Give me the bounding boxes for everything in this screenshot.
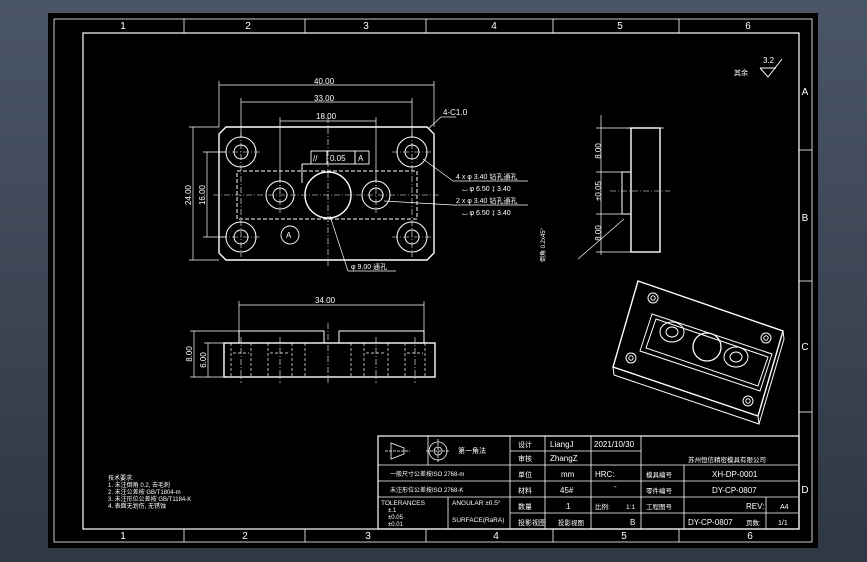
zone-bottom-2: 2	[242, 531, 248, 542]
part-number: DY-CP-0807	[712, 486, 757, 495]
zone-right-a: A	[802, 87, 809, 98]
tolerance-frame	[310, 150, 370, 165]
dim-33: 33.00	[314, 94, 335, 103]
projection-symbol	[385, 439, 450, 463]
side-view	[577, 115, 670, 260]
zone-right-d: D	[801, 485, 808, 496]
zone-bottom-3: 3	[365, 531, 371, 542]
dim-18: 18.00	[316, 112, 337, 121]
hrc-label: HRC:	[595, 470, 615, 479]
surface-label: SURFACE(RaRA)	[452, 517, 504, 524]
date: 2021/10/30	[594, 440, 635, 449]
unit-label: 单位	[518, 470, 532, 479]
dim-40: 40.00	[314, 77, 335, 86]
parallel-symbol: //	[313, 154, 318, 163]
roughness-value: 3.2	[763, 56, 775, 65]
zone-ticks	[183, 19, 812, 542]
dim-24: 24.00	[184, 184, 193, 205]
hrc-value: -	[614, 482, 617, 491]
projection-sub1: 一般尺寸公差按ISO 2768-m	[390, 470, 464, 478]
note-line: 2. 未注公差按 GB/T1804-m	[108, 488, 181, 496]
dim-16: 16.00	[198, 184, 207, 205]
quantity-value: 1	[566, 502, 571, 511]
zone-top-5: 5	[617, 21, 623, 32]
zone-bottom-6: 6	[747, 531, 753, 542]
quantity-label: 数量	[518, 502, 532, 511]
design-value: LiangJ	[550, 440, 574, 449]
zone-top-1: 1	[120, 21, 126, 32]
note-line: 4. 表面无划伤, 无锈蚀	[108, 502, 166, 510]
projection-value: B	[630, 518, 635, 527]
outer-frame	[53, 18, 813, 543]
rev-value: A4	[780, 504, 789, 511]
check-value: ZhangZ	[550, 454, 578, 463]
hole2-cbore: ⌴ φ 6.50 ↧ 3.40	[462, 210, 511, 217]
company-name: 苏州恒信精密模具有限公司	[688, 455, 766, 464]
isometric-view	[612, 280, 785, 425]
note-line: 1. 未注倒角 0.2, 去毛刺	[108, 481, 170, 489]
zone-bottom-5: 5	[621, 531, 627, 542]
zone-top-4: 4	[491, 21, 497, 32]
tolerance-x: ±.1	[388, 508, 397, 514]
roughness-label: 其余	[734, 68, 748, 77]
side-dim-top: 8.00	[594, 143, 603, 159]
scale-label: 比例:	[595, 502, 610, 511]
hole4-note: 4 x φ 3.40 钻孔通孔	[456, 172, 517, 181]
chamfer-note: 4-C1.0	[443, 108, 468, 117]
tolerance-title: TOLERANCES	[381, 500, 426, 507]
drawing-canvas: 1 2 3 4 5 6 1 2 3 4 5 6 A B C D 其余 3.2	[53, 18, 813, 543]
mold-label: 模具编号	[646, 470, 673, 479]
title-block	[377, 435, 800, 530]
zone-bottom-4: 4	[493, 531, 499, 542]
sheet-label: 页数:	[746, 518, 761, 527]
hole2-note: 2 x φ 3.40 钻孔通孔	[456, 196, 517, 205]
sheet-value: 1/1	[778, 520, 788, 527]
projection-view-label: 投影视图	[558, 518, 584, 527]
drawing-number: DY-CP-0807	[688, 518, 733, 527]
design-label: 设计	[518, 440, 532, 449]
part-label: 零件编号	[646, 486, 673, 495]
bottom-dim-6: 6.00	[199, 352, 208, 368]
roughness-symbol: 其余 3.2	[734, 56, 783, 78]
bottom-view	[190, 301, 436, 383]
check-label: 审核	[518, 454, 532, 463]
unit-value: mm	[561, 470, 575, 479]
note-line: 技术要求:	[108, 474, 134, 482]
zone-top-2: 2	[245, 21, 251, 32]
zone-right-b: B	[802, 213, 809, 224]
zone-top-6: 6	[745, 21, 751, 32]
tolerance-xxx: ±0.01	[388, 522, 404, 528]
angular-tolerance: ANGULAR ±0.5°	[452, 499, 501, 507]
bottom-dim-34: 34.00	[315, 296, 336, 305]
drawing-sheet: 1 2 3 4 5 6 1 2 3 4 5 6 A B C D 其余 3.2	[48, 13, 818, 548]
datum-label: A	[286, 231, 292, 240]
rev-label: REV:	[746, 502, 764, 511]
center-hole-note: φ 9.00 通孔	[351, 262, 387, 271]
parallel-value: 0.05	[330, 154, 346, 163]
hole4-cbore: ⌴ φ 6.50 ↧ 3.40	[462, 186, 511, 193]
inner-frame	[82, 32, 800, 530]
tolerance-xx: ±0.05	[388, 515, 404, 521]
parallel-datum: A	[358, 154, 364, 163]
zone-bottom-1: 1	[120, 531, 126, 542]
mold-number: XH-DP-0001	[712, 470, 758, 479]
side-dim-mid: ±0.05	[594, 180, 603, 201]
side-note: 倒角 0.2x45°	[539, 227, 547, 262]
bottom-dim-8: 8.00	[185, 346, 194, 362]
zone-top-3: 3	[363, 21, 369, 32]
zone-right-c: C	[801, 342, 808, 353]
side-dim-bot: 8.00	[594, 225, 603, 241]
scale-value: 1:1	[626, 504, 635, 511]
material-value: 45#	[560, 486, 574, 495]
datum-circle	[280, 225, 300, 245]
front-view	[189, 81, 528, 272]
title-block-text: 第一角法 一般尺寸公差按ISO 2768-m 未注形位公差按ISO 2768-K…	[381, 440, 789, 528]
projection-label: 投影视图	[518, 518, 546, 527]
drawing-label: 工程图号	[646, 502, 673, 511]
technical-notes: 技术要求: 1. 未注倒角 0.2, 去毛刺 2. 未注公差按 GB/T1804…	[108, 474, 191, 510]
material-label: 材料	[518, 486, 532, 495]
note-line: 3. 未注形位公差按 GB/T1184-K	[108, 495, 191, 503]
projection-title: 第一角法	[458, 446, 486, 455]
projection-sub2: 未注形位公差按ISO 2768-K	[390, 486, 463, 494]
